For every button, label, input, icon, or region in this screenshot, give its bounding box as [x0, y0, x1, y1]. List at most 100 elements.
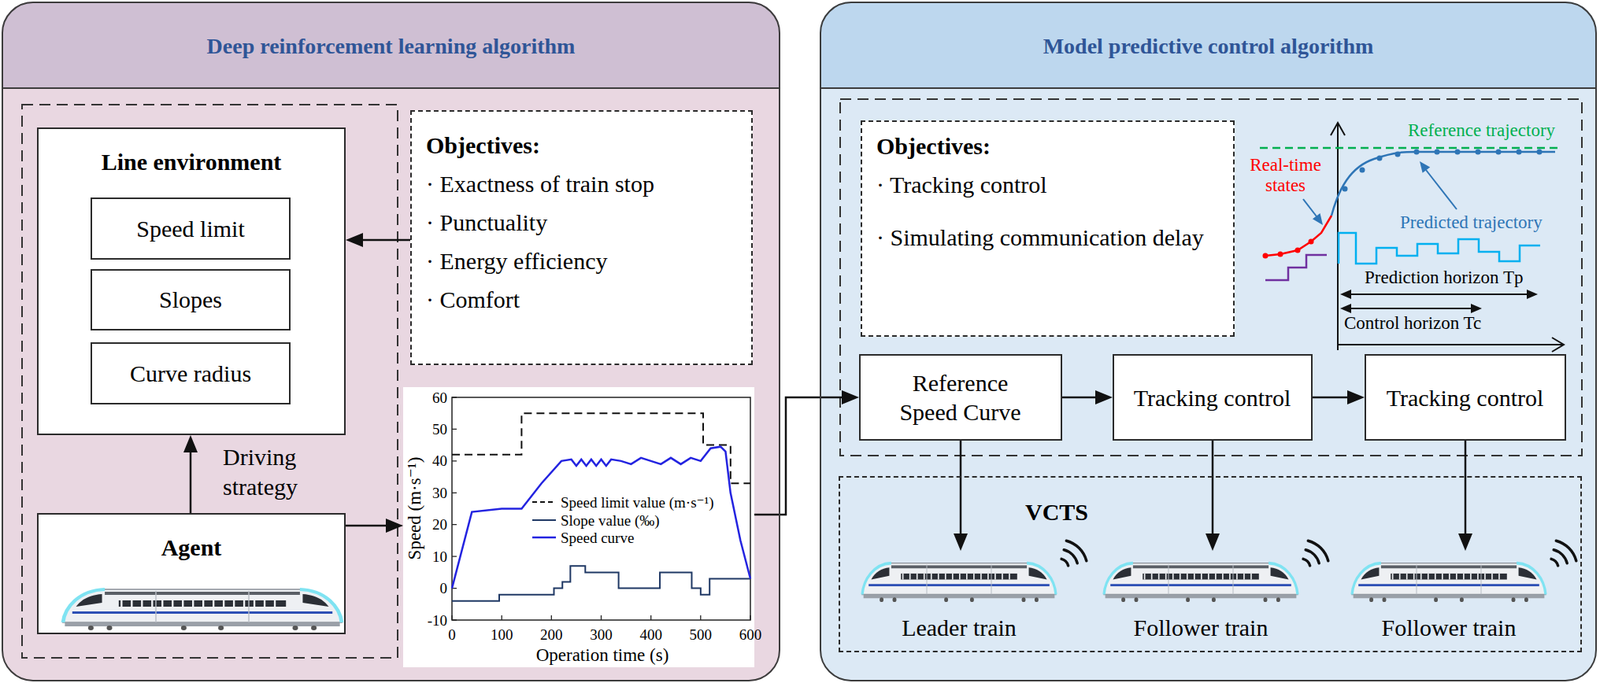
connector-line — [345, 525, 388, 528]
tick-label: -10 — [426, 611, 448, 630]
connector — [183, 435, 198, 514]
box-text: Reference Speed Curve — [881, 368, 1040, 427]
connector-line — [1312, 396, 1349, 400]
train-illustrations — [1103, 563, 1298, 603]
mpc-sketch — [1277, 251, 1284, 258]
connector — [754, 390, 860, 515]
train-unit: Follower train — [1351, 551, 1546, 643]
agent-box: Agent — [37, 513, 346, 635]
train-unit: Leader train — [862, 551, 1056, 643]
arrowhead — [385, 518, 404, 534]
box-text: Line environment — [100, 148, 282, 177]
box-fill — [859, 354, 1063, 441]
box-text: VCTS — [1025, 498, 1089, 527]
panel: Deep reinforcement learning algorithmLin… — [1, 1, 781, 682]
connector-line — [1464, 440, 1467, 536]
box-text: Slopes — [159, 285, 223, 315]
tick-label: 0 — [438, 579, 448, 598]
panel: Model predictive control algorithmObject… — [819, 1, 1597, 682]
box-fill — [819, 1, 1597, 682]
tick-label: 600 — [738, 625, 763, 645]
mpc-sketch — [1434, 149, 1441, 156]
mpc-sketch — [1262, 253, 1269, 260]
box-text: · Energy efficiency — [425, 246, 738, 277]
mpc-sketch — [1496, 149, 1502, 156]
mpc-sketch — [1265, 255, 1327, 281]
mpc-sketch — [1342, 186, 1349, 193]
tick-label: 0 — [448, 625, 457, 645]
tick-label: 40 — [431, 451, 448, 471]
mpc-sketch — [1349, 307, 1473, 310]
speed-chart-plot — [451, 447, 751, 602]
legend-text: Speed curve — [560, 529, 635, 548]
train-illustrations — [862, 563, 1056, 603]
mpc-sketch — [1470, 303, 1482, 314]
box-fill — [1112, 354, 1313, 441]
speed-chart-plot — [451, 615, 751, 621]
box-text: Speed limit — [136, 214, 246, 244]
header-band — [1, 1, 781, 89]
arrowhead — [953, 533, 968, 552]
mpc-sketch — [1340, 303, 1352, 314]
mpc-sketch — [1349, 293, 1529, 296]
mpc-sketch — [1425, 170, 1457, 210]
tick-label: 100 — [489, 625, 514, 645]
box-text: · Exactness of train stop — [425, 169, 738, 200]
heading-text: Objectives: — [876, 131, 1219, 161]
process-box: Tracking control — [1364, 354, 1567, 441]
speed-chart-plot — [451, 413, 751, 484]
connector-line — [1062, 396, 1097, 400]
box-text: Leader train — [901, 614, 1018, 643]
box-text: · Simulating communication delay — [876, 222, 1219, 252]
box-text: Agent — [160, 533, 223, 563]
tick-label: 300 — [589, 625, 614, 645]
speed-chart-plot — [451, 397, 751, 621]
mpc-sketch — [1308, 239, 1315, 245]
box-text: Model predictive control algorithm — [1042, 33, 1375, 60]
legend-text: Speed limit value (m·s⁻¹) — [560, 493, 715, 512]
train-unit: Follower train — [1103, 551, 1298, 643]
objectives-box: Objectives:· Exactness of train stop· Pu… — [410, 110, 753, 366]
mpc-sketch — [1516, 149, 1523, 156]
mpc-sketch — [1455, 149, 1461, 156]
tick-label: 30 — [431, 484, 448, 503]
speed-chart-plot — [532, 537, 556, 540]
box-text: · Punctuality — [425, 207, 738, 238]
mpc-sketch — [1340, 289, 1352, 300]
connector — [1205, 440, 1220, 552]
mpc-sketch — [1359, 167, 1366, 174]
speed-chart-plot — [532, 501, 556, 504]
horizon-label: Prediction horizon Tp — [1364, 266, 1524, 289]
mpc-sketch — [1295, 248, 1301, 254]
connector-line — [189, 451, 193, 514]
environment-box: Line environmentSpeed limitSlopesCurve r… — [37, 127, 346, 436]
mpc-sketch — [1537, 149, 1543, 156]
arrowhead — [1458, 533, 1473, 552]
box-fill — [37, 127, 346, 436]
curve-label: Real-time states — [1242, 155, 1330, 197]
train-illustrations — [1551, 540, 1577, 567]
box-fill — [90, 342, 291, 405]
process-box: Slopes — [90, 269, 291, 331]
mpc-sketch — [1303, 199, 1317, 217]
mpc-sketch — [1395, 151, 1401, 158]
vcts-group: VCTS Leader train Follower train Follower t… — [838, 476, 1582, 653]
box-text: Curve radius — [129, 359, 252, 389]
legend-text: Slope value (‰) — [560, 511, 661, 530]
process-box: Speed limit — [90, 197, 291, 260]
tick-label: 50 — [431, 420, 448, 439]
connector — [1458, 440, 1473, 552]
box-text: · Tracking control — [876, 170, 1219, 200]
curve-label: Predicted trajectory — [1400, 211, 1544, 234]
arrowhead — [841, 390, 860, 405]
box-fill — [1, 1, 781, 682]
mpc-sketch — [1259, 147, 1562, 150]
train-illustrations — [1351, 563, 1546, 603]
heading-text: Speed (m·s⁻¹) — [403, 456, 426, 561]
curve-label: Reference trajectory — [1407, 119, 1556, 142]
horizon-label: Control horizon Tc — [1344, 312, 1482, 335]
box-text: Operation time (s) — [535, 644, 670, 667]
connector — [1312, 390, 1365, 405]
header-band — [819, 1, 1597, 89]
objectives-box: Objectives: · Tracking control · Simulatin… — [860, 120, 1235, 338]
